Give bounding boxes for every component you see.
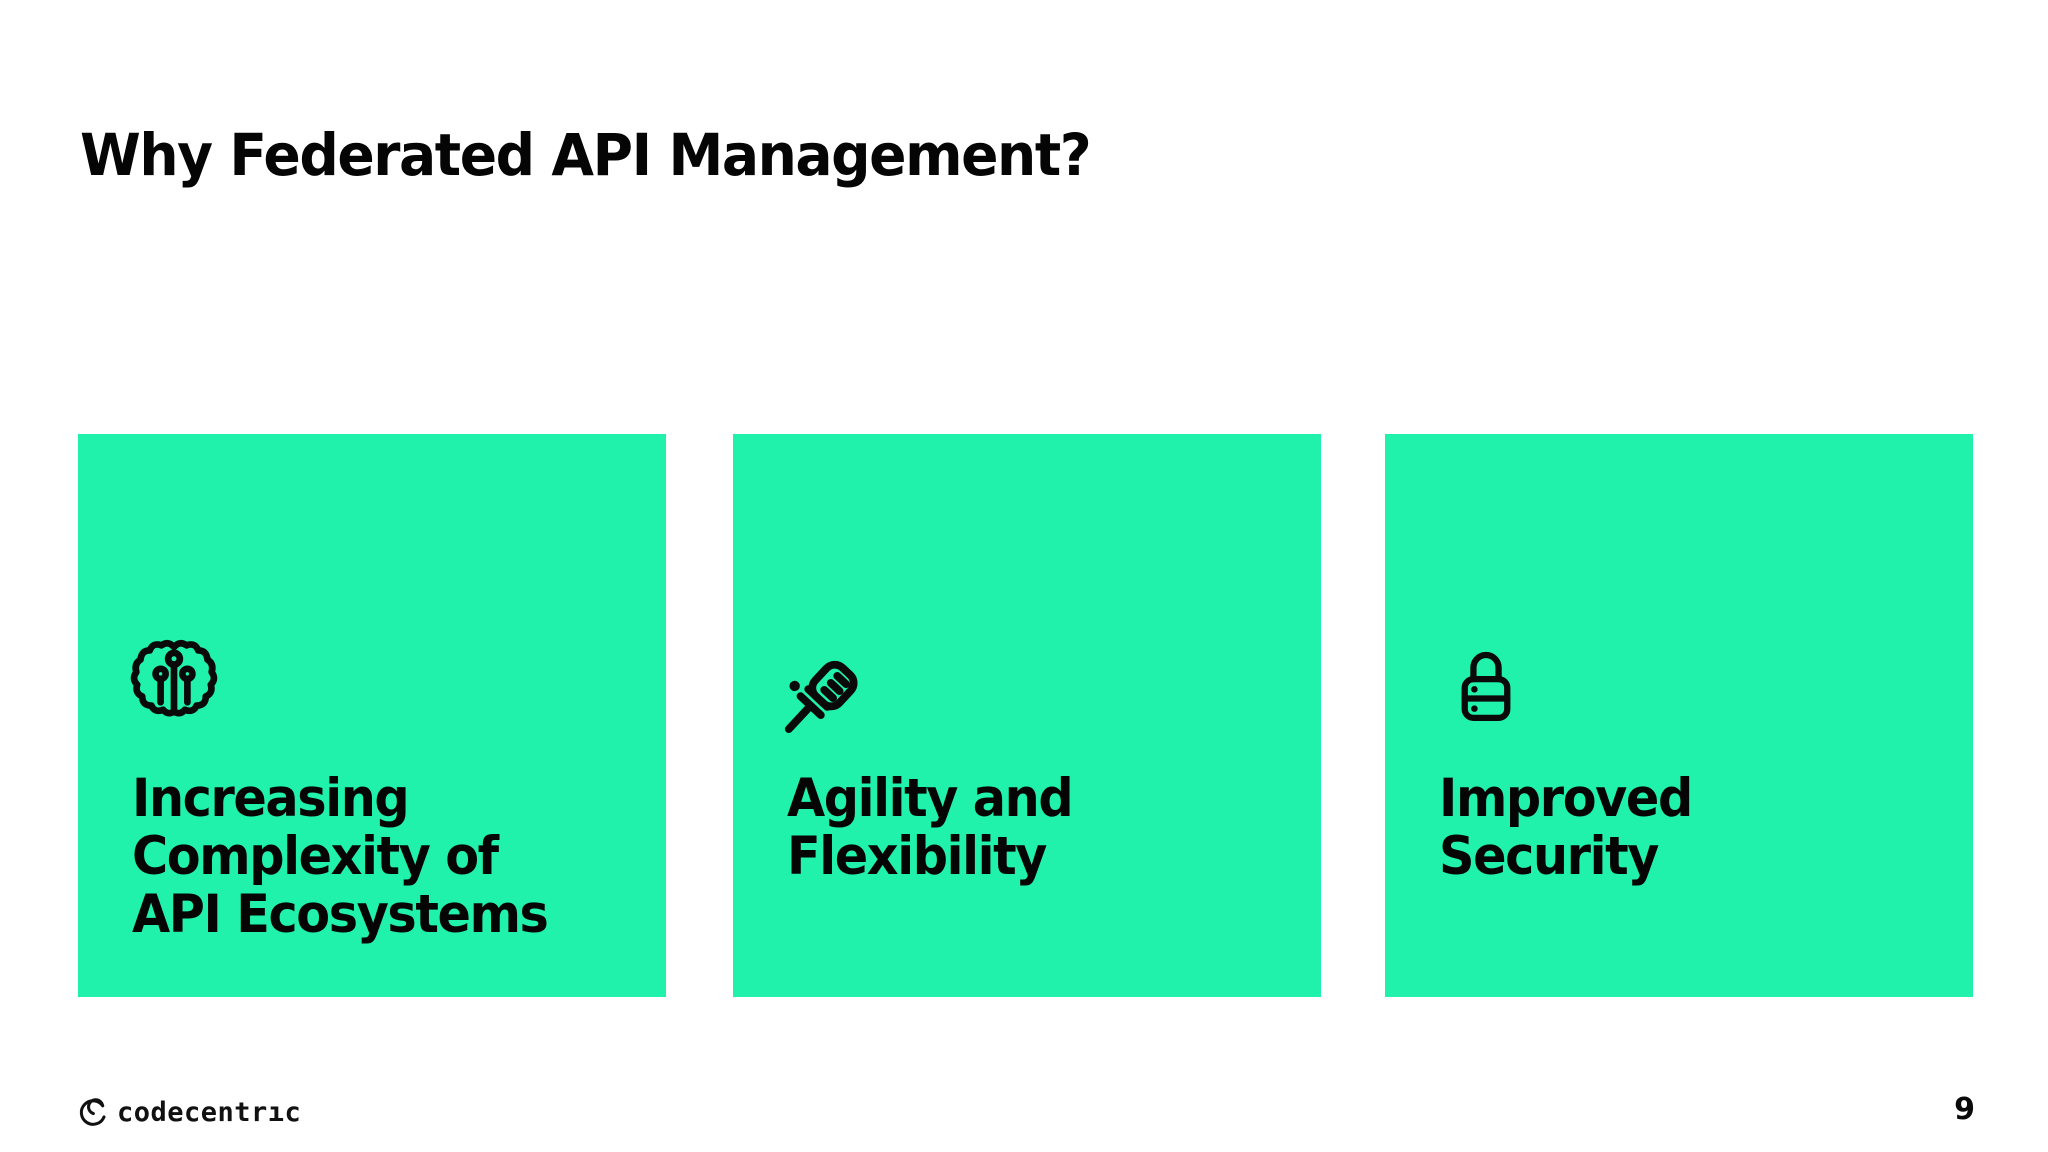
page-title: Why Federated API Management?	[80, 120, 1092, 189]
brand-swirl-icon	[76, 1096, 108, 1128]
card-title-line: Complexity of	[132, 826, 499, 887]
card-title: Improved Security	[1439, 768, 1693, 887]
feature-card-security: Improved Security	[1385, 434, 1973, 997]
card-title-line: Agility and	[787, 768, 1074, 829]
card-title-line: Flexibility	[787, 826, 1047, 887]
raised-fist-icon	[777, 634, 881, 738]
card-title: Increasing Complexity of API Ecosystems	[132, 768, 549, 945]
brain-circuit-icon	[128, 632, 220, 724]
card-title-line: API Ecosystems	[132, 884, 549, 945]
card-title: Agility and Flexibility	[787, 768, 1074, 887]
lock-icon	[1457, 644, 1515, 724]
card-title-line: Improved	[1439, 768, 1693, 829]
brand-logo: codecentrıc	[76, 1096, 301, 1128]
card-title-line: Increasing	[132, 768, 410, 829]
page-number: 9	[1954, 1092, 1975, 1127]
card-title-line: Security	[1439, 826, 1659, 887]
feature-card-complexity: Increasing Complexity of API Ecosystems	[78, 434, 666, 997]
brand-name: codecentrıc	[117, 1096, 302, 1128]
feature-card-agility: Agility and Flexibility	[733, 434, 1321, 997]
